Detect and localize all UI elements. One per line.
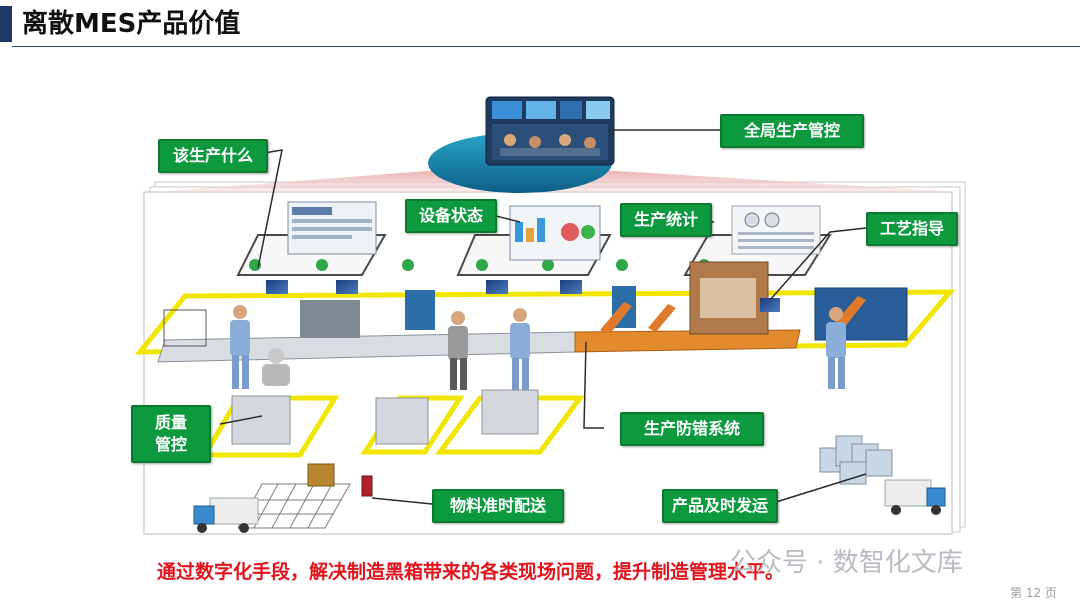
label-product-shipping: 产品及时发运 — [662, 489, 778, 523]
delivery-truck-left — [193, 497, 259, 533]
title-bar: 离散MES产品价值 — [0, 0, 1080, 46]
label-what-to-produce: 该生产什么 — [158, 139, 268, 173]
watermark-text: 公众号 · 数智化文库 — [730, 548, 963, 578]
page-number: 第 12 页 — [1010, 586, 1057, 600]
warehouse-buildings — [819, 435, 893, 485]
label-production-stats: 生产统计 — [620, 203, 712, 237]
label-quality-control: 质量 管控 — [131, 405, 211, 463]
delivery-truck-right — [884, 479, 946, 515]
control-room-photo — [485, 96, 615, 166]
value-tagline: 通过数字化手段，解决制造黑箱带来的各类现场问题，提升制造管理水平。 — [157, 561, 785, 583]
station-monitors — [266, 280, 780, 312]
workers — [230, 305, 846, 390]
label-global-control: 全局生产管控 — [720, 114, 864, 148]
page-title: 离散MES产品价值 — [22, 9, 241, 39]
label-material-delivery: 物料准时配送 — [432, 489, 564, 523]
label-error-proofing: 生产防错系统 — [620, 412, 764, 446]
dashboard-screens — [287, 201, 821, 261]
material-carts — [163, 309, 539, 445]
title-accent-bar — [0, 6, 12, 42]
label-equipment-status: 设备状态 — [405, 199, 497, 233]
label-process-guidance: 工艺指导 — [866, 212, 958, 246]
title-underline — [12, 46, 1080, 47]
